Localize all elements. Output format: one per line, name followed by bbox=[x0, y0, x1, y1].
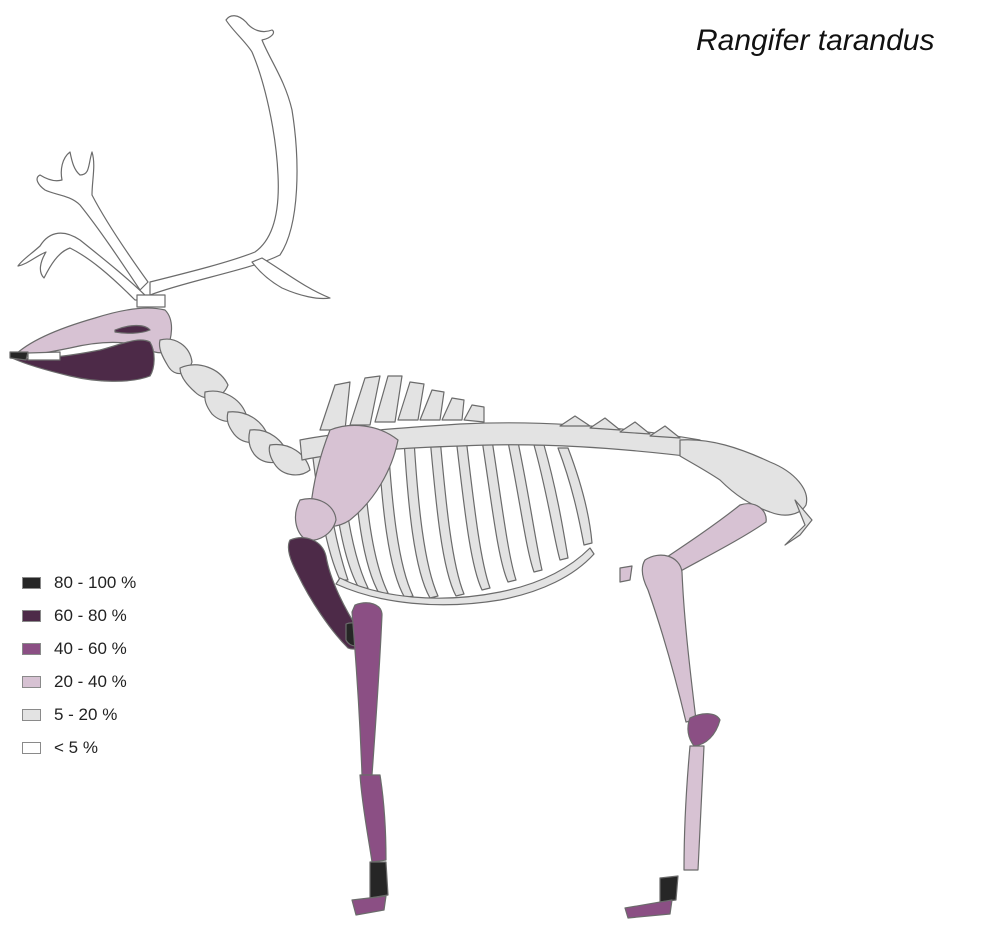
species-title: Rangifer tarandus bbox=[696, 24, 934, 58]
legend: 80 - 100 % 60 - 80 % 40 - 60 % 20 - 40 %… bbox=[22, 566, 136, 764]
incisors bbox=[10, 352, 28, 360]
fore-hoof bbox=[352, 896, 386, 915]
antler-pedicle bbox=[137, 295, 165, 307]
legend-item: 80 - 100 % bbox=[22, 566, 136, 599]
thoracic-spines bbox=[320, 376, 484, 430]
rib bbox=[508, 442, 542, 572]
hindlimb bbox=[620, 504, 766, 918]
metacarpal bbox=[352, 603, 382, 775]
legend-label: 60 - 80 % bbox=[54, 606, 127, 626]
legend-label: 5 - 20 % bbox=[54, 705, 117, 725]
legend-swatch bbox=[22, 577, 41, 589]
legend-item: 40 - 60 % bbox=[22, 632, 136, 665]
skull bbox=[10, 308, 172, 381]
antler-left-upper bbox=[37, 152, 148, 290]
fore-distal-phalanx bbox=[370, 862, 388, 898]
legend-label: 80 - 100 % bbox=[54, 573, 136, 593]
rib bbox=[482, 440, 516, 582]
legend-item: 20 - 40 % bbox=[22, 665, 136, 698]
metatarsal bbox=[684, 746, 704, 870]
legend-label: 20 - 40 % bbox=[54, 672, 127, 692]
legend-item: 5 - 20 % bbox=[22, 698, 136, 731]
legend-item: 60 - 80 % bbox=[22, 599, 136, 632]
legend-swatch bbox=[22, 610, 41, 622]
patella bbox=[620, 566, 632, 582]
cervical-vertebrae bbox=[159, 339, 310, 475]
legend-label: < 5 % bbox=[54, 738, 98, 758]
fore-phalanges bbox=[360, 775, 386, 862]
antler-right bbox=[150, 16, 297, 295]
tibia bbox=[642, 555, 696, 722]
legend-swatch bbox=[22, 742, 41, 754]
hind-distal-phalanx bbox=[660, 876, 678, 902]
legend-label: 40 - 60 % bbox=[54, 639, 127, 659]
teeth-row bbox=[28, 352, 60, 360]
legend-swatch bbox=[22, 643, 41, 655]
antler-tine-back bbox=[252, 258, 330, 299]
hind-hoof bbox=[625, 900, 672, 918]
legend-swatch bbox=[22, 676, 41, 688]
hock bbox=[688, 714, 720, 746]
antlers bbox=[18, 16, 330, 300]
legend-swatch bbox=[22, 709, 41, 721]
legend-item: < 5 % bbox=[22, 731, 136, 764]
